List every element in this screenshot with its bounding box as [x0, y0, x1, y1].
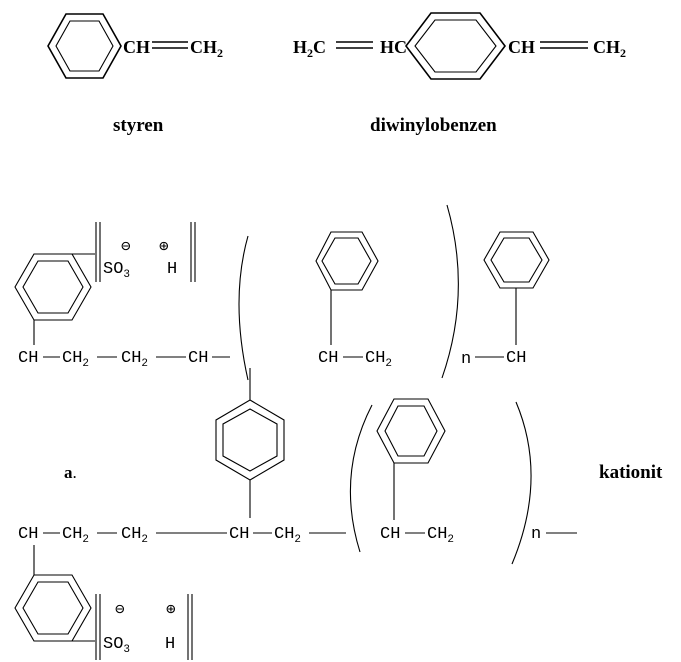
svg-text:H2C: H2C: [293, 37, 326, 60]
bottom-right-paren: [511, 401, 532, 565]
svg-text:SO3: SO3: [103, 635, 130, 656]
top-so3-subscript: 3: [123, 269, 130, 281]
bottom-so3-subscript: 3: [123, 644, 130, 656]
bottom-main-chain: CH CH2 CH2 CH CH2 CH CH2 n: [18, 525, 577, 546]
bottom-h-label: H: [165, 635, 175, 654]
dvb-c-label: C: [313, 37, 326, 57]
svg-text:CH2: CH2: [274, 525, 301, 546]
bottom-repeat-ch2-subscript: 2: [447, 534, 454, 546]
styrene-molecule: CH CH2 styren: [47, 13, 223, 136]
bottom-ch2c-subscript: 2: [294, 534, 301, 546]
svg-text:SO3: SO3: [103, 260, 130, 281]
dvb-left-double-bond: [336, 41, 373, 49]
top-left-paren: [238, 235, 249, 381]
top-plus-charge-icon: ⊕: [159, 238, 169, 256]
cation-exchange-resin-structure: ⊖ ⊕ SO3 H CH CH2 CH2 CH: [14, 204, 663, 660]
top-minus-charge-icon: ⊖: [121, 238, 131, 256]
dvb-hc-label: HC: [380, 37, 407, 57]
svg-text:CH2: CH2: [121, 525, 148, 546]
top-repeat-unit: CH CH2 n CH: [238, 204, 550, 381]
styrene-ch2-label: CH: [190, 37, 217, 57]
label-a: a: [64, 463, 73, 482]
top-sulfonated-ring: [14, 253, 95, 345]
top-repeat-ring: [315, 231, 379, 291]
bottom-ch2c-label: CH: [274, 525, 294, 544]
styrene-ch2-subscript: 2: [217, 46, 223, 60]
bottom-sulfonated-ring: [14, 545, 95, 642]
top-ch2a-label: CH: [62, 349, 82, 368]
bottom-so3-label: SO: [103, 635, 123, 654]
bottom-repeat-unit: [349, 398, 532, 565]
top-n-label: n: [461, 350, 471, 369]
top-end-ring: [483, 231, 550, 289]
top-ch1-label: CH: [18, 349, 38, 368]
bottom-minus-charge-icon: ⊖: [115, 601, 125, 619]
top-end-ch-label: CH: [506, 349, 526, 368]
top-ch2a-subscript: 2: [82, 358, 89, 370]
bottom-ch2a-subscript: 2: [82, 534, 89, 546]
svg-text:CH2: CH2: [62, 349, 89, 370]
dvb-h-label: H: [293, 37, 307, 57]
bottom-repeat-ring: [376, 398, 446, 464]
svg-text:CH2: CH2: [121, 349, 148, 370]
dvb-right-ch-label: CH: [508, 37, 535, 57]
top-so3-label: SO: [103, 260, 123, 279]
svg-text:a.: a.: [64, 463, 77, 482]
svg-text:CH2: CH2: [427, 525, 454, 546]
bottom-n-label: n: [531, 525, 541, 544]
styrene-name: styren: [113, 115, 164, 136]
dvb-h-subscript: 2: [307, 46, 313, 60]
top-h-label: H: [167, 260, 177, 279]
top-sulfonate-group: ⊖ ⊕ SO3 H: [95, 222, 196, 282]
dvb-right-double-bond: [540, 41, 588, 49]
bottom-repeat-ch2-label: CH: [427, 525, 447, 544]
dvb-right-ch2-subscript: 2: [620, 46, 626, 60]
top-main-chain: CH CH2 CH2 CH: [18, 349, 230, 370]
dvb-right-ch2-label: CH: [593, 37, 620, 57]
styrene-double-bond: [152, 41, 188, 49]
svg-text:CH2: CH2: [62, 525, 89, 546]
bottom-plus-charge-icon: ⊕: [166, 601, 176, 619]
bottom-ch3-label: CH: [229, 525, 249, 544]
bottom-ch2a-label: CH: [62, 525, 82, 544]
top-repeat-ch2-subscript: 2: [385, 358, 392, 370]
dvb-benzene-ring: [404, 12, 507, 80]
styrene-ch-label: CH: [123, 37, 150, 57]
top-ch3-label: CH: [188, 349, 208, 368]
top-repeat-ch2-label: CH: [365, 349, 385, 368]
svg-text:CH2: CH2: [593, 37, 626, 60]
svg-text:CH2: CH2: [365, 349, 392, 370]
top-ch2b-label: CH: [121, 349, 141, 368]
divinylbenzene-molecule: H2C HC CH CH2 diwinylobenzen: [293, 12, 626, 136]
divinylbenzene-name: diwinylobenzen: [370, 115, 497, 136]
top-right-paren: [441, 204, 459, 379]
svg-text:CH2: CH2: [190, 37, 223, 60]
svg-text:CH: CH: [123, 37, 150, 57]
bottom-ch2b-label: CH: [121, 525, 141, 544]
resin-name-label: kationit: [599, 462, 663, 483]
crosslink-benzene-ring: [215, 368, 285, 518]
bottom-ch2b-subscript: 2: [141, 534, 148, 546]
label-a-dot: .: [73, 463, 77, 482]
bottom-left-paren: [349, 404, 373, 553]
bottom-sulfonate-group: ⊖ ⊕ SO3 H: [95, 594, 193, 660]
bottom-ch1-label: CH: [18, 525, 38, 544]
top-repeat-ch-label: CH: [318, 349, 338, 368]
top-ch2b-subscript: 2: [141, 358, 148, 370]
bottom-repeat-ch-label: CH: [380, 525, 400, 544]
styrene-benzene-ring: [47, 13, 122, 79]
